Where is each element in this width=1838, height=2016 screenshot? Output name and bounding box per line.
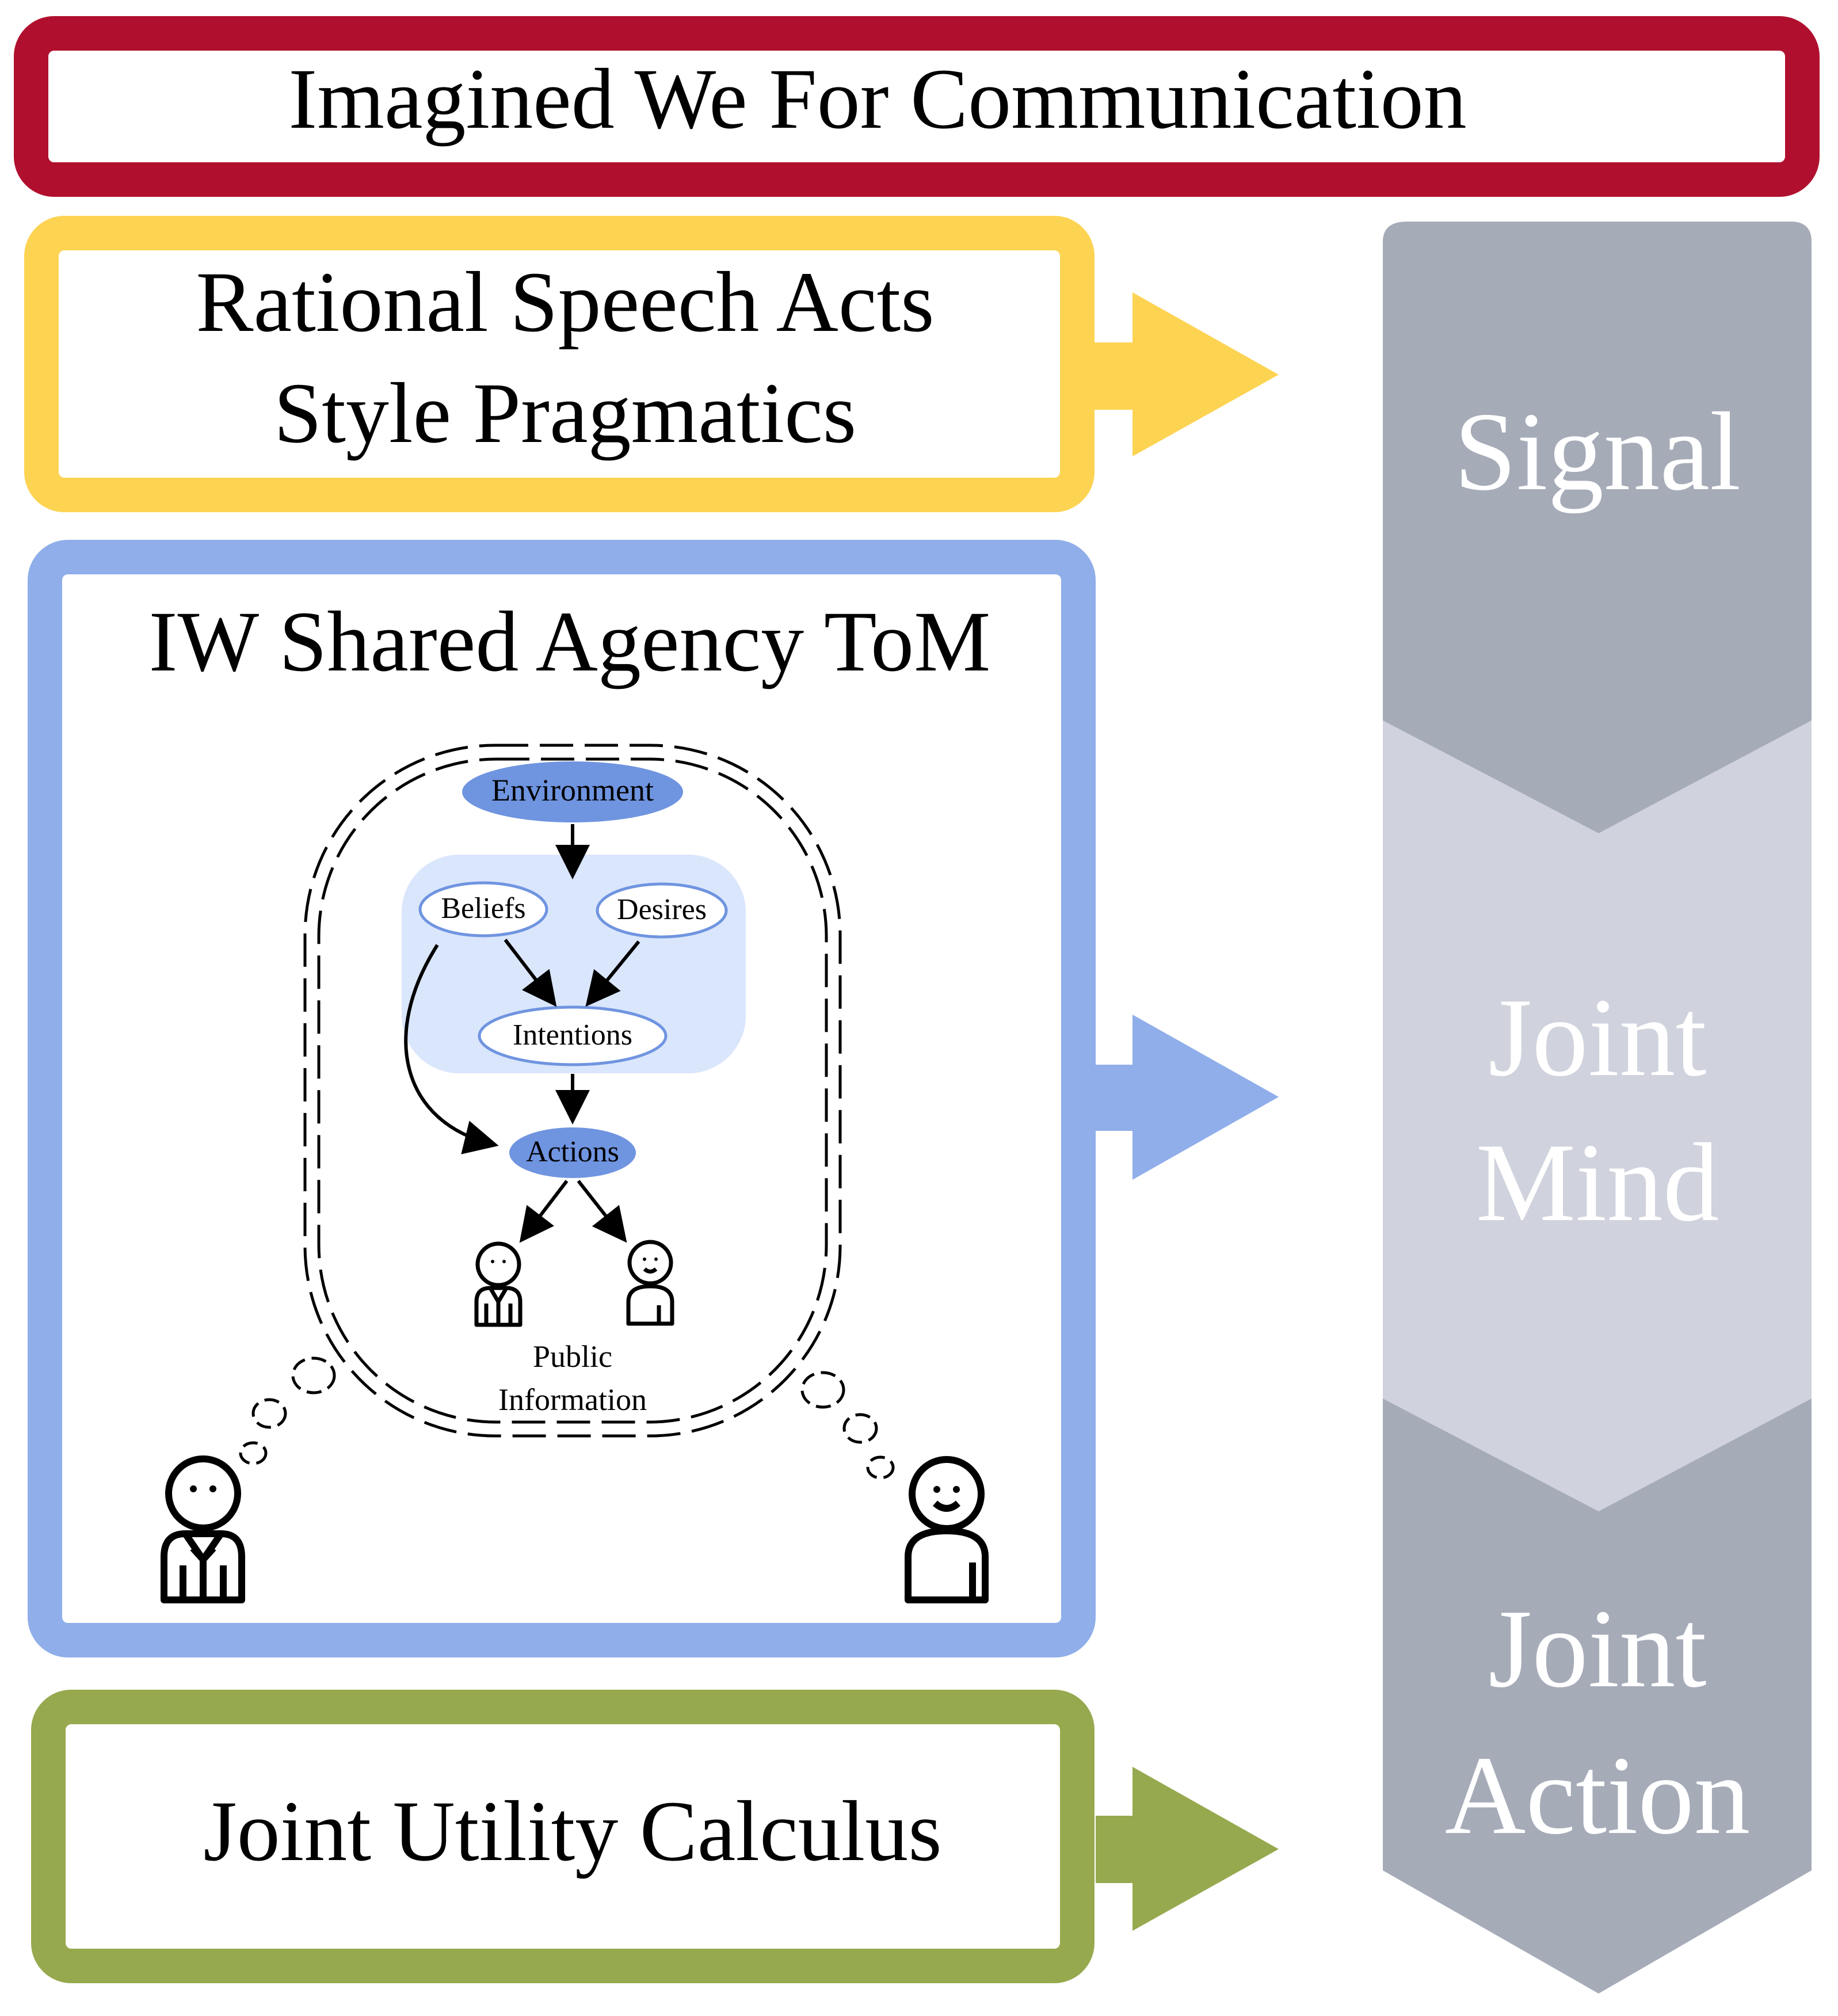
header-title: Imagined We For Communication: [288, 51, 1466, 147]
utility-arrow: [1096, 1767, 1279, 1931]
node-desires: Desires: [596, 882, 728, 939]
desires-label: Desires: [617, 893, 707, 926]
person-casual-icon: [905, 1456, 989, 1603]
chevron-joint-action: [1383, 1398, 1812, 1994]
thought-bubble-left: [239, 1356, 336, 1465]
tom-title: IW Shared Agency ToM: [149, 594, 991, 689]
utility-title: Joint Utility Calculus: [203, 1783, 941, 1879]
chevron-joint-mind: [1383, 721, 1812, 1511]
node-beliefs: Beliefs: [418, 881, 548, 938]
edge-actions-person-b: [577, 1180, 627, 1243]
environment-label: Environment: [491, 773, 654, 807]
thought-bubble-right: [800, 1371, 895, 1480]
beliefs-label: Beliefs: [441, 892, 525, 925]
node-intentions: Intentions: [478, 1005, 668, 1066]
tom-box: IW Shared Agency ToM: [28, 540, 1096, 1657]
node-environment: Environment: [462, 761, 683, 822]
rsa-line2: Style Pragmatics: [274, 365, 856, 461]
rsa-box: Rational Speech Acts Style Pragmatics: [24, 216, 1095, 512]
edge-beliefs-actions: [404, 944, 499, 1154]
node-actions: Actions: [509, 1127, 636, 1178]
edge-beliefs-intentions: [504, 939, 557, 1007]
intentions-label: Intentions: [513, 1019, 632, 1051]
joint-action-label-line1: Joint: [1488, 1587, 1706, 1711]
rsa-line1: Rational Speech Acts: [196, 254, 934, 350]
joint-mind-label-line1: Joint: [1488, 975, 1706, 1100]
edge-actions-person-a: [519, 1180, 569, 1243]
tom-arrow: [1096, 1015, 1279, 1180]
joint-action-label-line2: Action: [1445, 1733, 1751, 1858]
public-info-line2: Information: [498, 1382, 647, 1417]
chevron-signal: [1383, 222, 1812, 833]
person-suit-icon: [161, 1455, 245, 1603]
shared-mind-bubble: [303, 744, 842, 1438]
edge-desires-intentions: [585, 940, 640, 1007]
graph-edges: [404, 824, 640, 1243]
utility-box: Joint Utility Calculus: [31, 1690, 1095, 1983]
joint-mind-label-line2: Mind: [1476, 1121, 1719, 1245]
small-person-suit-icon: [474, 1241, 523, 1327]
actions-label: Actions: [526, 1135, 619, 1168]
chevron-column: Signal Joint Mind Joint Action: [1383, 222, 1812, 1994]
header-box: Imagined We For Communication: [14, 16, 1820, 197]
signal-label: Signal: [1454, 390, 1741, 514]
small-person-casual-icon: [626, 1240, 674, 1326]
rsa-arrow: [1095, 292, 1279, 456]
public-info-line1: Public: [533, 1339, 612, 1374]
